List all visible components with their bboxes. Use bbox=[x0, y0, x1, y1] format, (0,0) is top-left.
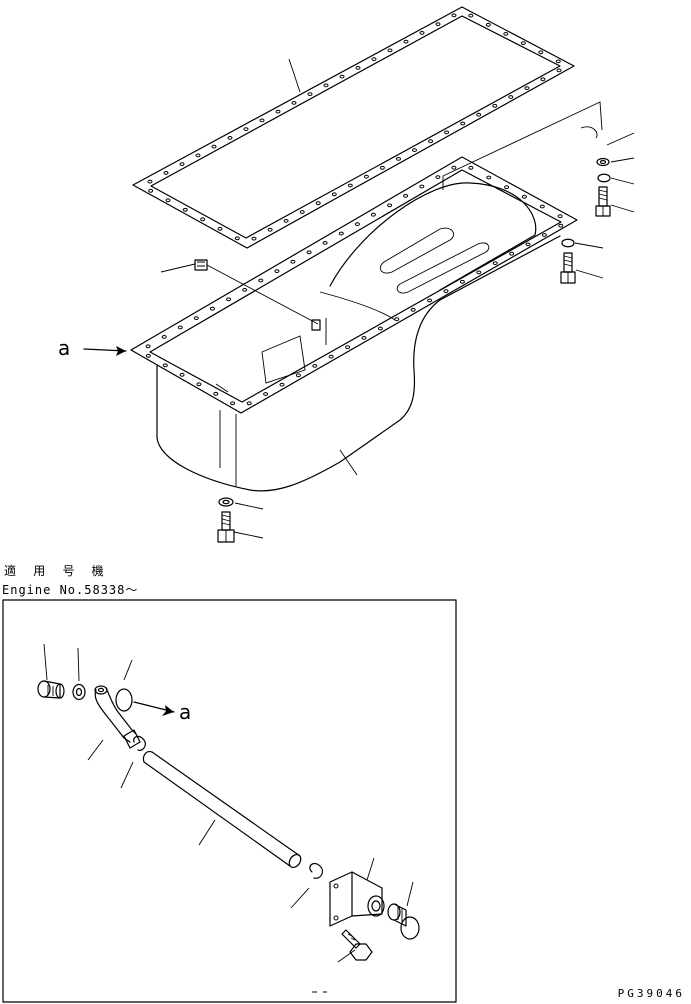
drawing-number: PG39046 bbox=[617, 987, 685, 1000]
plug-icon bbox=[387, 903, 420, 940]
engine-number-label: Engine No.58338～ bbox=[2, 583, 139, 597]
bolt-icon bbox=[217, 511, 235, 543]
bolt-icon bbox=[341, 929, 373, 961]
callout-a-main: a bbox=[58, 336, 71, 360]
washer-icon bbox=[597, 173, 611, 183]
callout-a-detail: a bbox=[179, 700, 192, 724]
bolt-icon bbox=[560, 252, 576, 284]
detail-callout-leaders bbox=[43, 643, 414, 963]
clamp-icon bbox=[309, 862, 324, 879]
flange-bracket-icon bbox=[329, 871, 385, 927]
connector-icon bbox=[37, 680, 65, 699]
strainer-icon bbox=[115, 688, 133, 712]
washer-icon bbox=[72, 683, 86, 701]
washer-icon bbox=[218, 497, 234, 507]
clamp-icon bbox=[133, 735, 146, 751]
oil-pan-gasket bbox=[132, 6, 575, 249]
oil-pan bbox=[130, 156, 578, 492]
detail-frame bbox=[2, 599, 457, 1003]
pipe-icon bbox=[94, 685, 141, 749]
applicable-models-title: 適 用 号 機 bbox=[4, 564, 109, 578]
bolt-icon bbox=[595, 186, 611, 217]
plug-icon bbox=[194, 259, 321, 331]
washer-icon bbox=[561, 238, 575, 248]
hose-icon bbox=[142, 751, 302, 869]
callout-leaders bbox=[160, 58, 635, 539]
washer-icon bbox=[596, 157, 610, 167]
